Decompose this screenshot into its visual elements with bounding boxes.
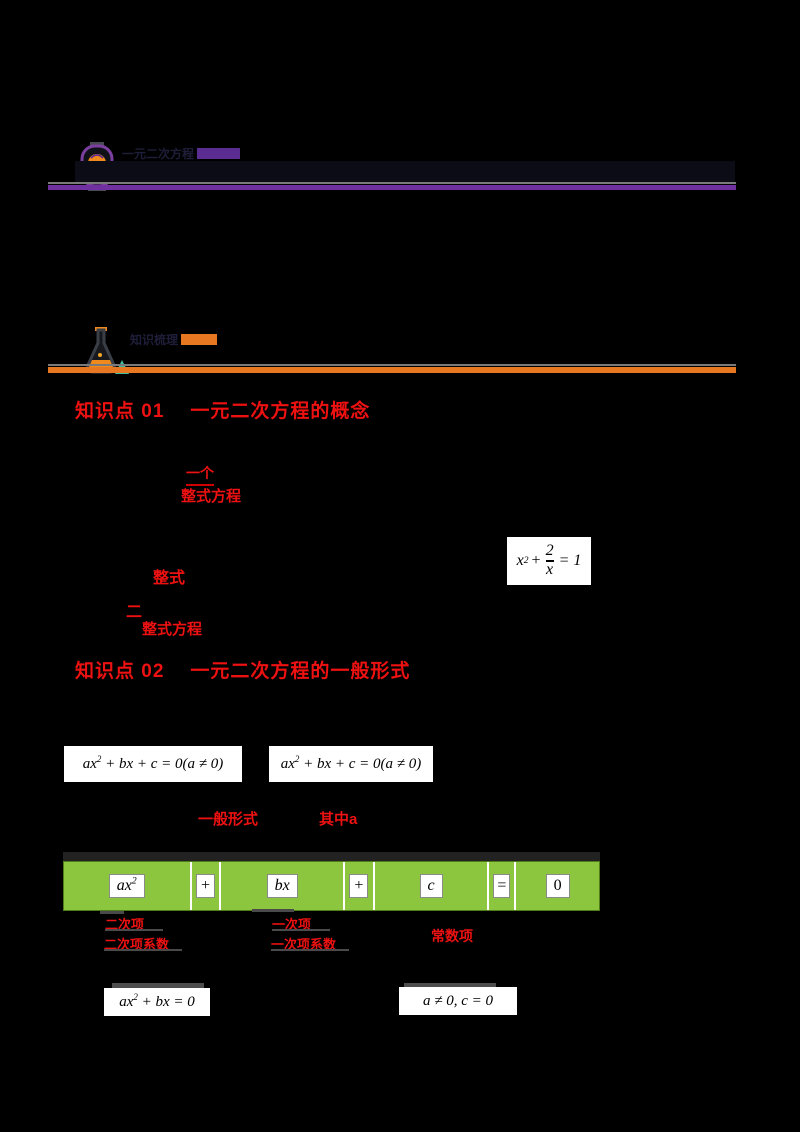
gf-left-pre: ax <box>82 755 97 772</box>
header-1-purple-rule <box>48 185 736 190</box>
special-left-pre: ax <box>119 993 134 1010</box>
condition-degree: 二 <box>126 604 143 621</box>
section-2-title: 知识梳理 <box>130 333 179 347</box>
table-cell-zero: 0 <box>516 862 599 910</box>
table-cell-plus-1: + <box>191 862 222 910</box>
general-blank-name: 一般形式 <box>198 811 259 828</box>
table-cell-plus-2: + <box>344 862 375 910</box>
table-top-bar <box>63 852 600 861</box>
general-blank-note: 其中a <box>319 811 358 828</box>
underline-segment-5 <box>272 929 330 931</box>
gf-right-post: + bx + c = 0(a ≠ 0) <box>299 755 422 772</box>
example-denominator: x <box>546 560 554 578</box>
special-left-post: + bx = 0 <box>137 993 195 1010</box>
concept-blank-count: 一个 <box>186 463 214 486</box>
table-cell-c: c <box>374 862 490 910</box>
special-case-box-left: ax2 + bx = 0 <box>104 988 210 1016</box>
special-left-exp: 2 <box>133 991 138 1002</box>
header-1-gray-rule <box>48 182 736 184</box>
cell-ax2-exp: 2 <box>131 875 137 887</box>
header-1-dark-band <box>75 161 735 182</box>
label-linear-term: 一次项 <box>272 917 312 932</box>
example-base: x <box>516 552 524 569</box>
section-1-titlebar: 一元二次方程 <box>122 147 241 161</box>
special-case-box-right: a ≠ 0, c = 0 <box>399 987 517 1015</box>
kp2-title: 一元二次方程的一般形式 <box>190 661 411 682</box>
underline-segment-2 <box>105 929 163 931</box>
concept-blank-type: 整式方程 <box>181 488 242 505</box>
label-quadratic-term: 二次项 <box>105 917 145 932</box>
knowledge-point-1-heading: 知识点 01 一元二次方程的概念 <box>75 396 370 423</box>
underline-segment-4 <box>252 909 294 912</box>
general-form-table: ax2 + bx + c = 0 <box>63 861 600 911</box>
cell-ax2-base: ax <box>116 876 132 894</box>
general-form-box-right: ax2 + bx + c = 0(a ≠ 0) <box>269 746 433 782</box>
kp2-label: 知识点 02 <box>75 661 165 682</box>
condition-equation: 整式方程 <box>142 621 203 638</box>
example-fraction: 2 x <box>545 542 554 578</box>
knowledge-point-2-heading: 知识点 02 一元二次方程的一般形式 <box>75 656 410 683</box>
kp1-label: 知识点 01 <box>75 401 165 422</box>
section-1-title: 一元二次方程 <box>122 147 195 161</box>
gf-right-pre: ax <box>280 755 295 772</box>
gf-right-exp: 2 <box>294 753 300 764</box>
section-2-titlebar: 知识梳理 <box>130 333 218 347</box>
gf-left-exp: 2 <box>96 753 102 764</box>
underline-segment-6 <box>271 949 349 951</box>
gf-left-post: + bx + c = 0(a ≠ 0) <box>101 755 224 772</box>
general-form-box-left: ax2 + bx + c = 0(a ≠ 0) <box>64 746 242 782</box>
underline-segment-1 <box>100 911 124 914</box>
label-linear-coefficient: 一次项系数 <box>271 937 337 952</box>
underline-segment-3 <box>104 949 182 951</box>
condition-integral: 整式 <box>153 570 186 587</box>
label-constant-term: 常数项 <box>431 928 473 944</box>
header-2-orange-rule <box>48 367 736 373</box>
table-cell-ax2: ax2 <box>64 862 192 910</box>
kp1-title: 一元二次方程的概念 <box>190 401 371 422</box>
special-right-top-bar <box>404 983 496 988</box>
example-numerator: 2 <box>545 542 554 560</box>
table-cell-equals: = <box>489 862 517 910</box>
purple-highlight-bar <box>197 148 241 159</box>
header-2-gray-rule <box>48 364 736 366</box>
table-cell-bx: bx <box>221 862 345 910</box>
special-left-top-bar <box>112 983 204 988</box>
orange-highlight-bar <box>181 334 218 345</box>
label-quadratic-coefficient: 二次项系数 <box>104 937 170 952</box>
example-rhs: = 1 <box>558 552 582 569</box>
special-right-text: a ≠ 0, c = 0 <box>422 992 493 1009</box>
example-plus: + <box>531 552 541 569</box>
